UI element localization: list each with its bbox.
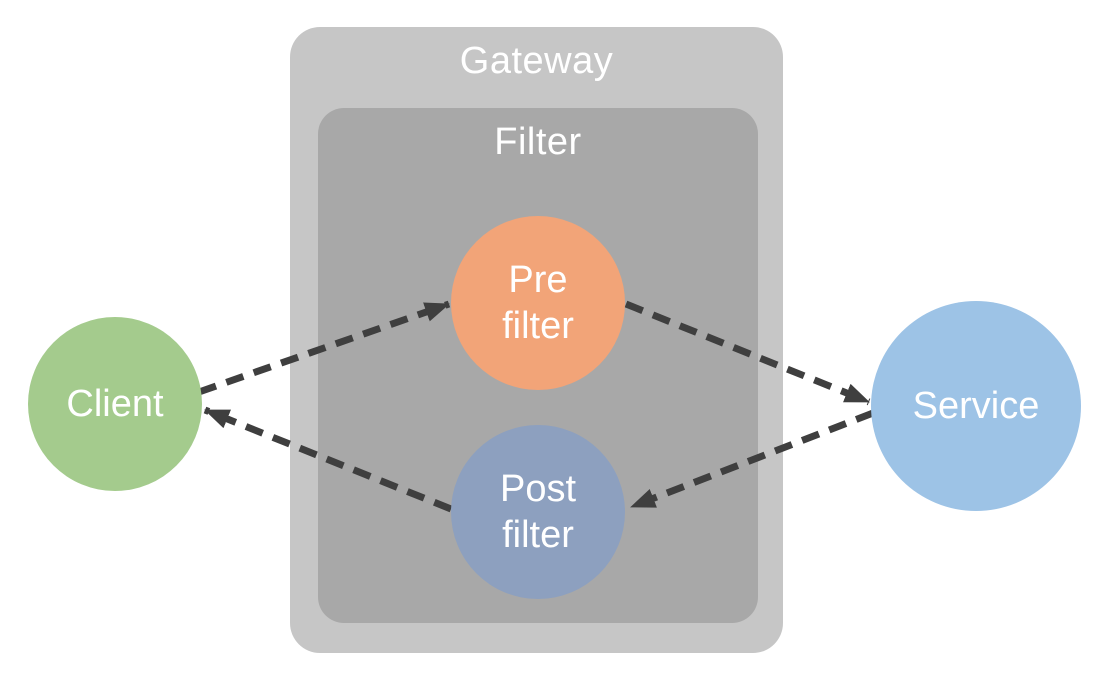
node-client: Client xyxy=(28,317,202,491)
pre-filter-label: Pre filter xyxy=(502,258,574,347)
node-pre-filter: Pre filter xyxy=(451,216,625,390)
service-label: Service xyxy=(912,384,1040,427)
node-service: Service xyxy=(871,301,1081,511)
filter-label: Filter xyxy=(494,121,582,163)
post-filter-label: Post filter xyxy=(499,467,577,556)
node-post-filter: Post filter xyxy=(451,425,625,599)
client-label: Client xyxy=(66,382,164,425)
gateway-label: Gateway xyxy=(459,40,614,82)
